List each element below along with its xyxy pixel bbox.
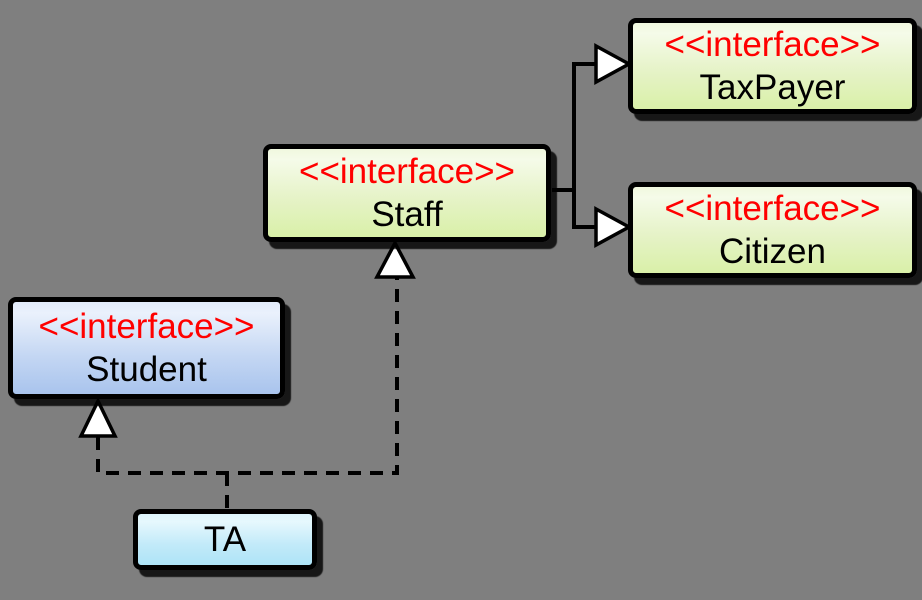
hollow-triangle-arrowhead-citizen bbox=[594, 206, 633, 248]
edge-ta-realizations bbox=[78, 239, 416, 510]
node-staff-name: Staff bbox=[371, 195, 443, 234]
node-taxpayer: <<interface>> TaxPayer bbox=[628, 18, 917, 114]
hollow-triangle-arrowhead-taxpayer bbox=[594, 43, 633, 85]
node-student-name: Student bbox=[86, 350, 207, 389]
hollow-triangle-arrowhead-student bbox=[78, 396, 118, 438]
node-citizen-stereotype: <<interface>> bbox=[664, 189, 881, 228]
node-student-stereotype: <<interface>> bbox=[38, 307, 255, 346]
node-citizen: <<interface>> Citizen bbox=[628, 182, 917, 278]
edge-staff-generalizations bbox=[552, 43, 633, 248]
node-ta-name: TA bbox=[203, 520, 247, 559]
node-staff-stereotype: <<interface>> bbox=[299, 152, 515, 191]
node-citizen-name: Citizen bbox=[719, 232, 826, 271]
node-ta: TA bbox=[133, 509, 317, 570]
node-staff: <<interface>> Staff bbox=[263, 144, 551, 242]
node-taxpayer-name: TaxPayer bbox=[699, 68, 846, 107]
node-taxpayer-stereotype: <<interface>> bbox=[664, 25, 881, 64]
hollow-triangle-arrowhead-staff bbox=[374, 239, 416, 279]
edge-ta-to-student-staff-dashed-line bbox=[96, 278, 399, 475]
node-student: <<interface>> Student bbox=[8, 297, 285, 399]
